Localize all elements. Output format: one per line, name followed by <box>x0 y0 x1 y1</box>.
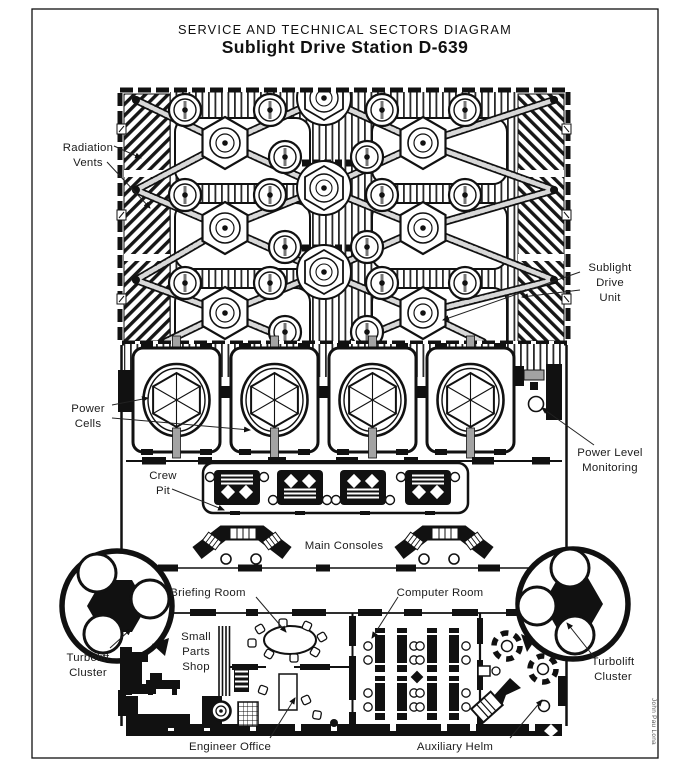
leader-lines <box>106 145 595 739</box>
svg-text:Shop: Shop <box>182 661 210 673</box>
leader-sublight-drive-1 <box>442 271 581 321</box>
monitor-point <box>527 395 545 413</box>
callout-labels: Radiation Vents Sublight Drive Unit Powe… <box>63 142 657 753</box>
crew-pit <box>201 460 470 515</box>
power-cell-deck <box>118 335 568 726</box>
title-block: SERVICE AND TECHNICAL SECTORS DIAGRAM Su… <box>178 22 512 57</box>
power-level-monitor <box>514 364 562 420</box>
leader-crew-pit <box>171 488 225 511</box>
turbolift-cluster-left-group <box>59 548 175 664</box>
leader-sublight-drive-2 <box>521 289 581 300</box>
console-station <box>204 470 270 505</box>
label-sublight-drive-unit: Sublight <box>588 262 632 274</box>
leader-computer-room <box>371 596 399 639</box>
label-turbolift-cluster-left: Turbolift <box>67 652 111 664</box>
drive-lattice <box>132 92 558 341</box>
leader-power-cells-1 <box>111 396 149 406</box>
operator-seats <box>363 641 471 712</box>
main-consoles <box>192 525 494 565</box>
helm-rotary <box>530 656 556 682</box>
cluster-left-connector <box>120 647 148 695</box>
power-cell <box>327 335 418 459</box>
helm-striped-unit <box>469 690 505 724</box>
svg-text:Cells: Cells <box>75 418 102 430</box>
leader-power-cells-2 <box>111 417 251 433</box>
office-desk <box>278 673 298 711</box>
label-computer-room: Computer Room <box>397 587 484 599</box>
radiation-vent-right <box>517 93 565 341</box>
svg-text:Vents: Vents <box>73 157 103 169</box>
label-briefing-room: Briefing Room <box>170 587 245 599</box>
svg-text:Cluster: Cluster <box>594 671 632 683</box>
briefing-room <box>247 618 329 663</box>
briefing-table <box>263 625 317 655</box>
svg-text:Unit: Unit <box>599 292 621 304</box>
console-station <box>395 470 461 505</box>
svg-text:Cluster: Cluster <box>69 667 107 679</box>
leader-briefing-room <box>255 596 287 633</box>
label-turbolift-cluster-right: Turbolift <box>592 656 636 668</box>
leader-radiation-vents-2 <box>106 161 151 209</box>
leader-radiation-vents-1 <box>113 145 142 159</box>
shop-machine-icon <box>210 700 232 722</box>
floor-marker <box>410 670 424 684</box>
leader-turbolift-right <box>566 622 595 658</box>
label-auxiliary-helm: Auxiliary Helm <box>417 741 493 753</box>
artist-credit: John Pau Lona <box>650 698 657 745</box>
radiation-vent-left <box>123 93 171 341</box>
label-radiation-vents: Radiation <box>63 142 113 154</box>
label-engineer-office: Engineer Office <box>189 741 271 753</box>
svg-text:Parts: Parts <box>182 646 210 658</box>
leader-engineer-office <box>269 697 296 739</box>
power-cell <box>131 335 222 459</box>
office-grate <box>237 701 259 727</box>
svg-text:Pit: Pit <box>156 485 171 497</box>
leader-power-level <box>541 407 595 446</box>
svg-text:Monitoring: Monitoring <box>582 462 638 474</box>
console-station <box>330 470 396 506</box>
label-crew-pit: Crew <box>149 470 177 482</box>
page-title: SERVICE AND TECHNICAL SECTORS DIAGRAM <box>178 22 512 37</box>
label-power-level-monitoring: Power Level <box>577 447 642 459</box>
label-main-consoles: Main Consoles <box>305 540 384 552</box>
leader-turbolift-left <box>109 628 132 649</box>
turbolift-cluster-right-group <box>515 546 631 662</box>
helm-rotary <box>494 633 520 659</box>
power-cell <box>425 335 516 459</box>
console-station <box>267 470 333 506</box>
power-cell <box>229 335 320 459</box>
leader-auxiliary-helm <box>509 699 543 739</box>
label-small-parts-shop: Small <box>181 631 211 643</box>
page-frame <box>31 8 659 759</box>
wall-crew-deck <box>126 457 562 465</box>
computer-banks <box>375 628 459 720</box>
vent-intake-marks <box>116 123 572 305</box>
computer-room <box>363 628 471 720</box>
svg-text:Drive: Drive <box>596 277 624 289</box>
engineer-office <box>234 666 338 727</box>
label-power-cells: Power <box>71 403 105 415</box>
console-bank-left <box>192 525 292 565</box>
drive-section <box>123 92 565 341</box>
console-bank-right <box>394 525 494 565</box>
page-subtitle: Sublight Drive Station D-639 <box>222 37 469 57</box>
